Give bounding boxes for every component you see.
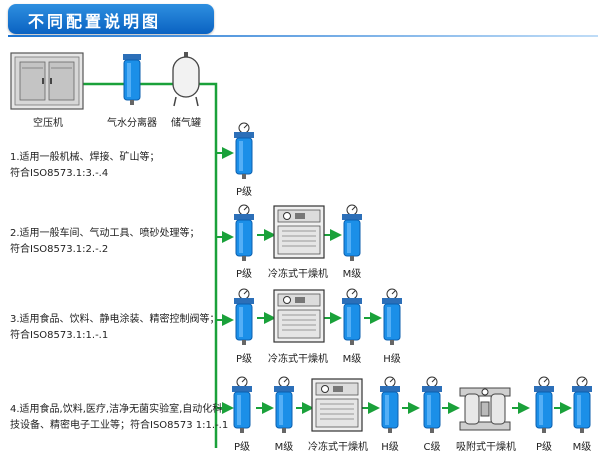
row1-description: 1.适用一般机械、焊接、矿山等； 符合ISO8573.1:3.-.4 xyxy=(10,152,160,179)
air-water-separator-icon xyxy=(123,54,141,105)
row4-p-filter-icon xyxy=(232,376,252,433)
row4-c-filter-icon xyxy=(422,376,442,433)
row3-h-filter-icon xyxy=(382,288,402,345)
row4-m-filter-icon xyxy=(274,376,294,433)
row1-label-1: P级 xyxy=(235,187,253,198)
main-supply-pipe xyxy=(82,82,218,448)
row4-label-6: 吸附式干燥机 xyxy=(456,442,516,453)
row4-label-7: P级 xyxy=(535,442,553,453)
row4-refrigerated-dryer-icon xyxy=(311,378,363,432)
row4-description: 4.适用食品,饮料,医疗,洁净无菌实验室,自动化科 技设备、精密电子工业等；符合… xyxy=(10,404,229,431)
title-banner: 不同配置说明图 xyxy=(8,4,214,34)
row2-refrigerated-dryer-icon xyxy=(273,205,325,259)
row2-label-1: P级 xyxy=(235,269,253,280)
row1-p-filter-icon xyxy=(234,122,254,179)
air-tank-icon xyxy=(172,52,200,107)
row3-description: 3.适用食品、饮料、静电涂装、精密控制阀等； 符合ISO8573.1:1.-.1 xyxy=(10,314,220,341)
row4-label-8: M级 xyxy=(572,442,592,453)
row4-label-5: C级 xyxy=(423,442,441,453)
row2-m-filter-icon xyxy=(342,204,362,261)
row2-label-3: M级 xyxy=(342,269,362,280)
row4-h-filter-icon xyxy=(380,376,400,433)
row4-label-3: 冷冻式干燥机 xyxy=(308,442,368,453)
row4-label-2: M级 xyxy=(274,442,294,453)
row4-p-filter-2-icon xyxy=(534,376,554,433)
row3-label-1: P级 xyxy=(235,354,253,365)
separator-label: 气水分离器 xyxy=(107,118,157,129)
row2-label-2: 冷冻式干燥机 xyxy=(268,269,328,280)
page-title: 不同配置说明图 xyxy=(28,12,162,31)
row3-m-filter-icon xyxy=(342,288,362,345)
row3-p-filter-icon xyxy=(234,288,254,345)
row4-label-1: P级 xyxy=(233,442,251,453)
row3-label-4: H级 xyxy=(383,354,401,365)
row2-description: 2.适用一般车间、气动工具、喷砂处理等； 符合ISO8573.1:2.-.2 xyxy=(10,228,200,255)
row4-m-filter-2-icon xyxy=(572,376,592,433)
row4-adsorption-dryer-icon xyxy=(459,387,511,431)
row4-label-4: H级 xyxy=(381,442,399,453)
row3-label-3: M级 xyxy=(342,354,362,365)
row2-p-filter-icon xyxy=(234,204,254,261)
title-divider xyxy=(8,35,598,37)
compressor-label: 空压机 xyxy=(33,118,63,129)
row3-refrigerated-dryer-icon xyxy=(273,289,325,343)
tank-label: 储气罐 xyxy=(171,118,201,129)
row3-label-2: 冷冻式干燥机 xyxy=(268,354,328,365)
air-compressor-icon xyxy=(10,52,84,110)
